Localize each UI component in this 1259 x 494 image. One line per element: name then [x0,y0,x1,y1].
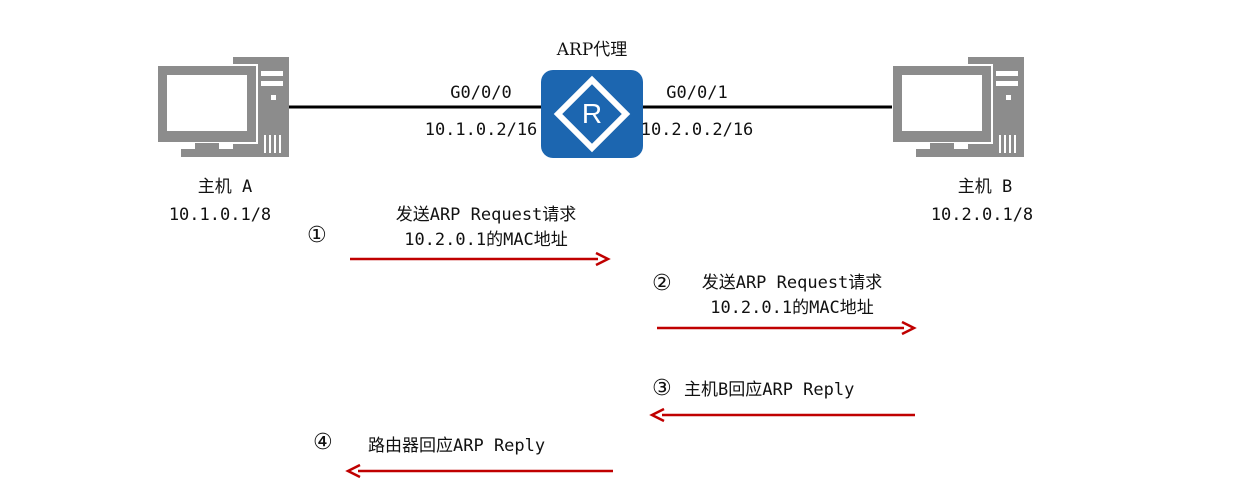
step-4-line1: 路由器回应ARP Reply [368,436,546,456]
host-a-computer-icon [156,57,289,157]
step-3-number: ③ [652,376,672,401]
step-2-line1: 发送ARP Request请求 [701,273,883,293]
arrow-step-4 [345,463,613,479]
arrow-step-1 [350,251,611,267]
router-ip-right: 10.2.0.2/16 [640,120,754,140]
host-a-label: 主机 A [197,177,253,197]
host-a-ip: 10.1.0.1/8 [168,205,272,225]
router-port-right: G0/0/1 [666,83,728,103]
step-2-number: ② [652,271,672,296]
router-title: ARP代理 [556,40,628,60]
step-1-number: ① [307,223,327,248]
step-1-line1: 发送ARP Request请求 [395,205,577,225]
router-ip-left: 10.1.0.2/16 [424,120,538,140]
step-3-line1: 主机B回应ARP Reply [684,380,855,400]
host-b-ip: 10.2.0.1/8 [930,205,1034,225]
svg-text:R: R [582,98,602,129]
router-port-left: G0/0/0 [450,83,512,103]
step-2-line2: 10.2.0.1的MAC地址 [710,298,874,318]
host-b-computer-icon [891,57,1024,157]
arrow-step-3 [649,407,915,423]
router-icon: R [541,70,643,158]
step-4-number: ④ [313,430,333,455]
arrow-step-2 [657,320,917,336]
host-b-label: 主机 B [957,177,1013,197]
step-1-line2: 10.2.0.1的MAC地址 [404,230,568,250]
